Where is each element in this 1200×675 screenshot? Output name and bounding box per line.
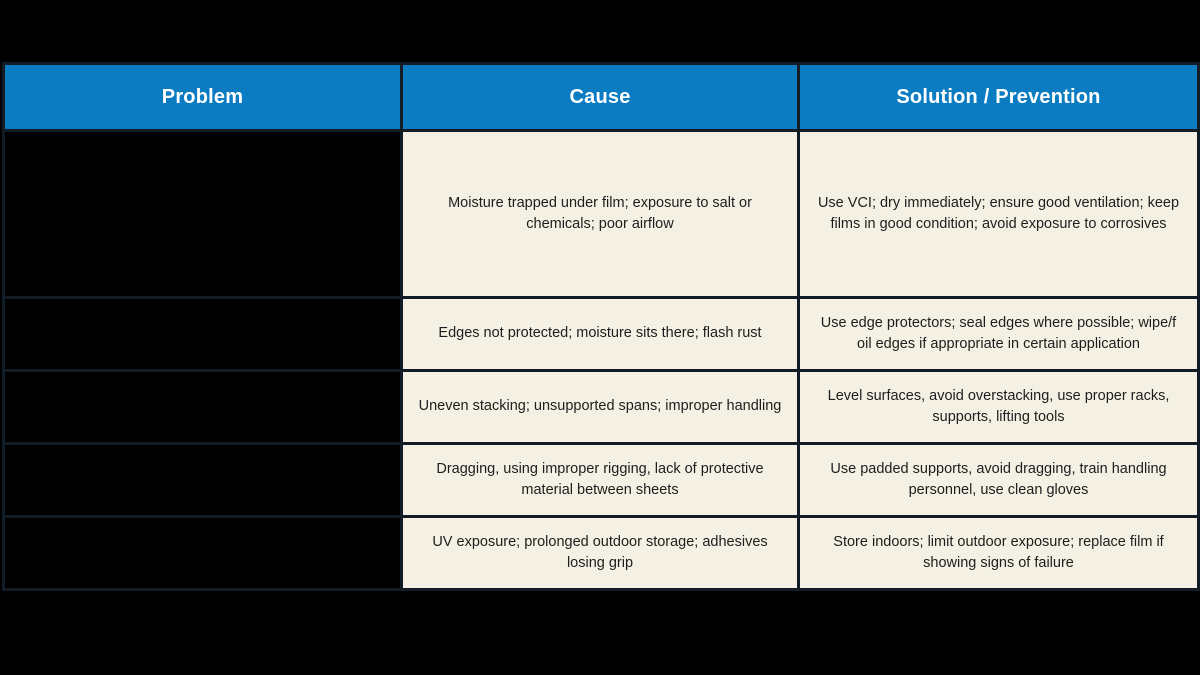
problem-cell xyxy=(2,515,403,591)
solution-cell: Level surfaces, avoid overstacking, use … xyxy=(797,369,1200,445)
table-row: Uneven stacking; unsupported spans; impr… xyxy=(2,369,1200,445)
column-header-cause: Cause xyxy=(400,62,800,132)
problem-cell xyxy=(2,442,403,518)
problem-cell xyxy=(2,296,403,372)
solution-cell: Store indoors; limit outdoor exposure; r… xyxy=(797,515,1200,591)
table-row: Edges not protected; moisture sits there… xyxy=(2,296,1200,372)
column-header-problem: Problem xyxy=(2,62,403,132)
solution-cell: Use padded supports, avoid dragging, tra… xyxy=(797,442,1200,518)
cause-cell: Edges not protected; moisture sits there… xyxy=(400,296,800,372)
problem-cell xyxy=(2,369,403,445)
problem-cell xyxy=(2,129,403,299)
solution-cell: Use edge protectors; seal edges where po… xyxy=(797,296,1200,372)
table-row: Moisture trapped under film; exposure to… xyxy=(2,129,1200,299)
cause-cell: Dragging, using improper rigging, lack o… xyxy=(400,442,800,518)
troubleshooting-table-container: Problem Cause Solution / Prevention Mois… xyxy=(2,62,1200,591)
cause-cell: Uneven stacking; unsupported spans; impr… xyxy=(400,369,800,445)
column-header-solution-prevention: Solution / Prevention xyxy=(797,62,1200,132)
table-row: UV exposure; prolonged outdoor storage; … xyxy=(2,515,1200,591)
header-row: Problem Cause Solution / Prevention xyxy=(2,62,1200,132)
solution-cell: Use VCI; dry immediately; ensure good ve… xyxy=(797,129,1200,299)
cause-cell: Moisture trapped under film; exposure to… xyxy=(400,129,800,299)
table-row: Dragging, using improper rigging, lack o… xyxy=(2,442,1200,518)
cause-cell: UV exposure; prolonged outdoor storage; … xyxy=(400,515,800,591)
troubleshooting-table: Problem Cause Solution / Prevention Mois… xyxy=(2,62,1200,591)
